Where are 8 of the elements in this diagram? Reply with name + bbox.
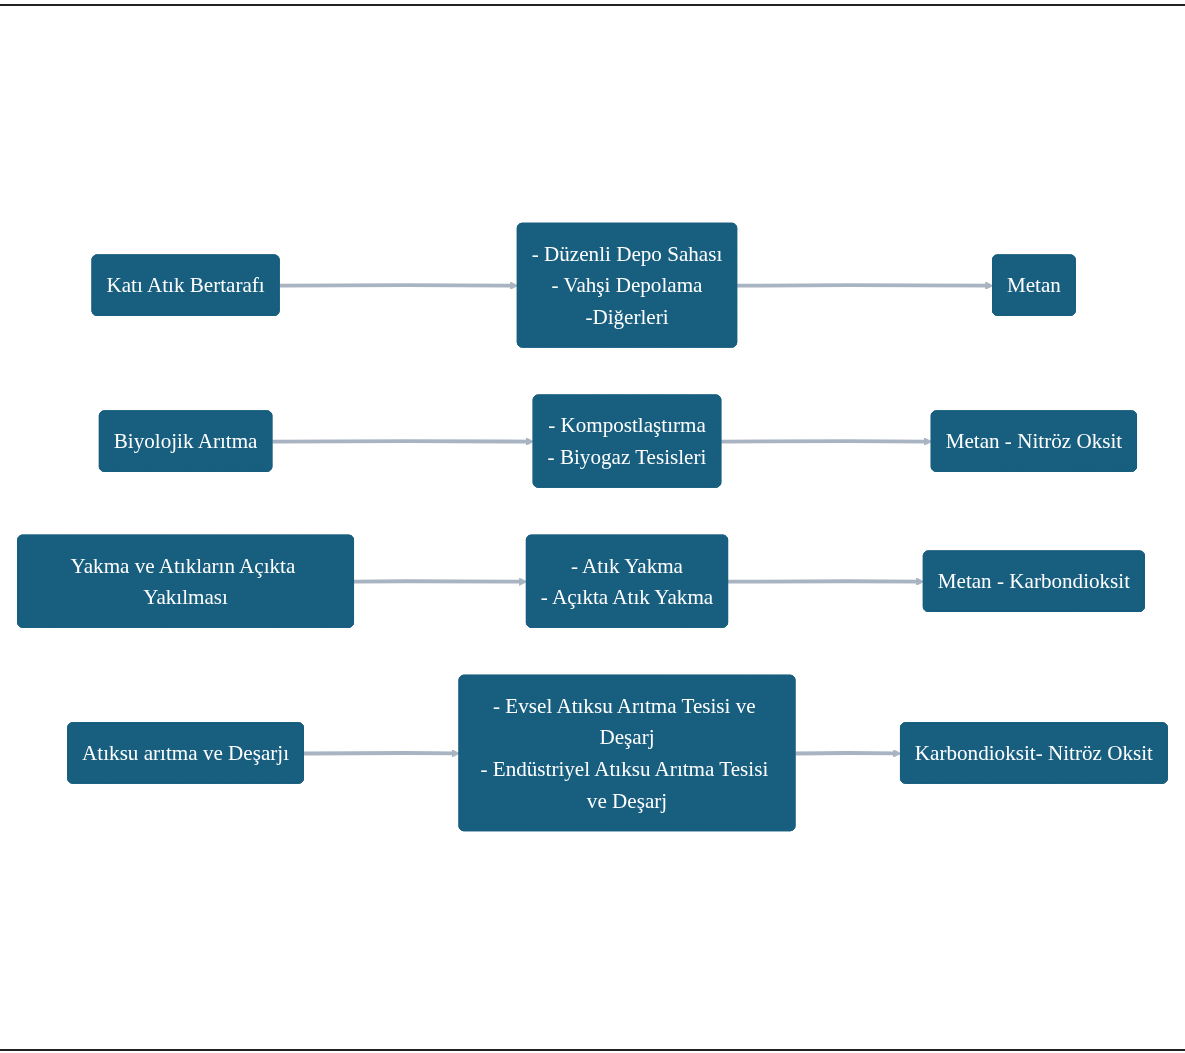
arrow xyxy=(272,437,535,446)
arrow xyxy=(721,437,933,446)
arrow xyxy=(728,577,925,586)
arrow xyxy=(354,577,528,586)
arrow xyxy=(795,749,902,758)
arrow xyxy=(279,281,519,290)
arrow xyxy=(303,749,460,758)
arrow xyxy=(737,281,994,290)
